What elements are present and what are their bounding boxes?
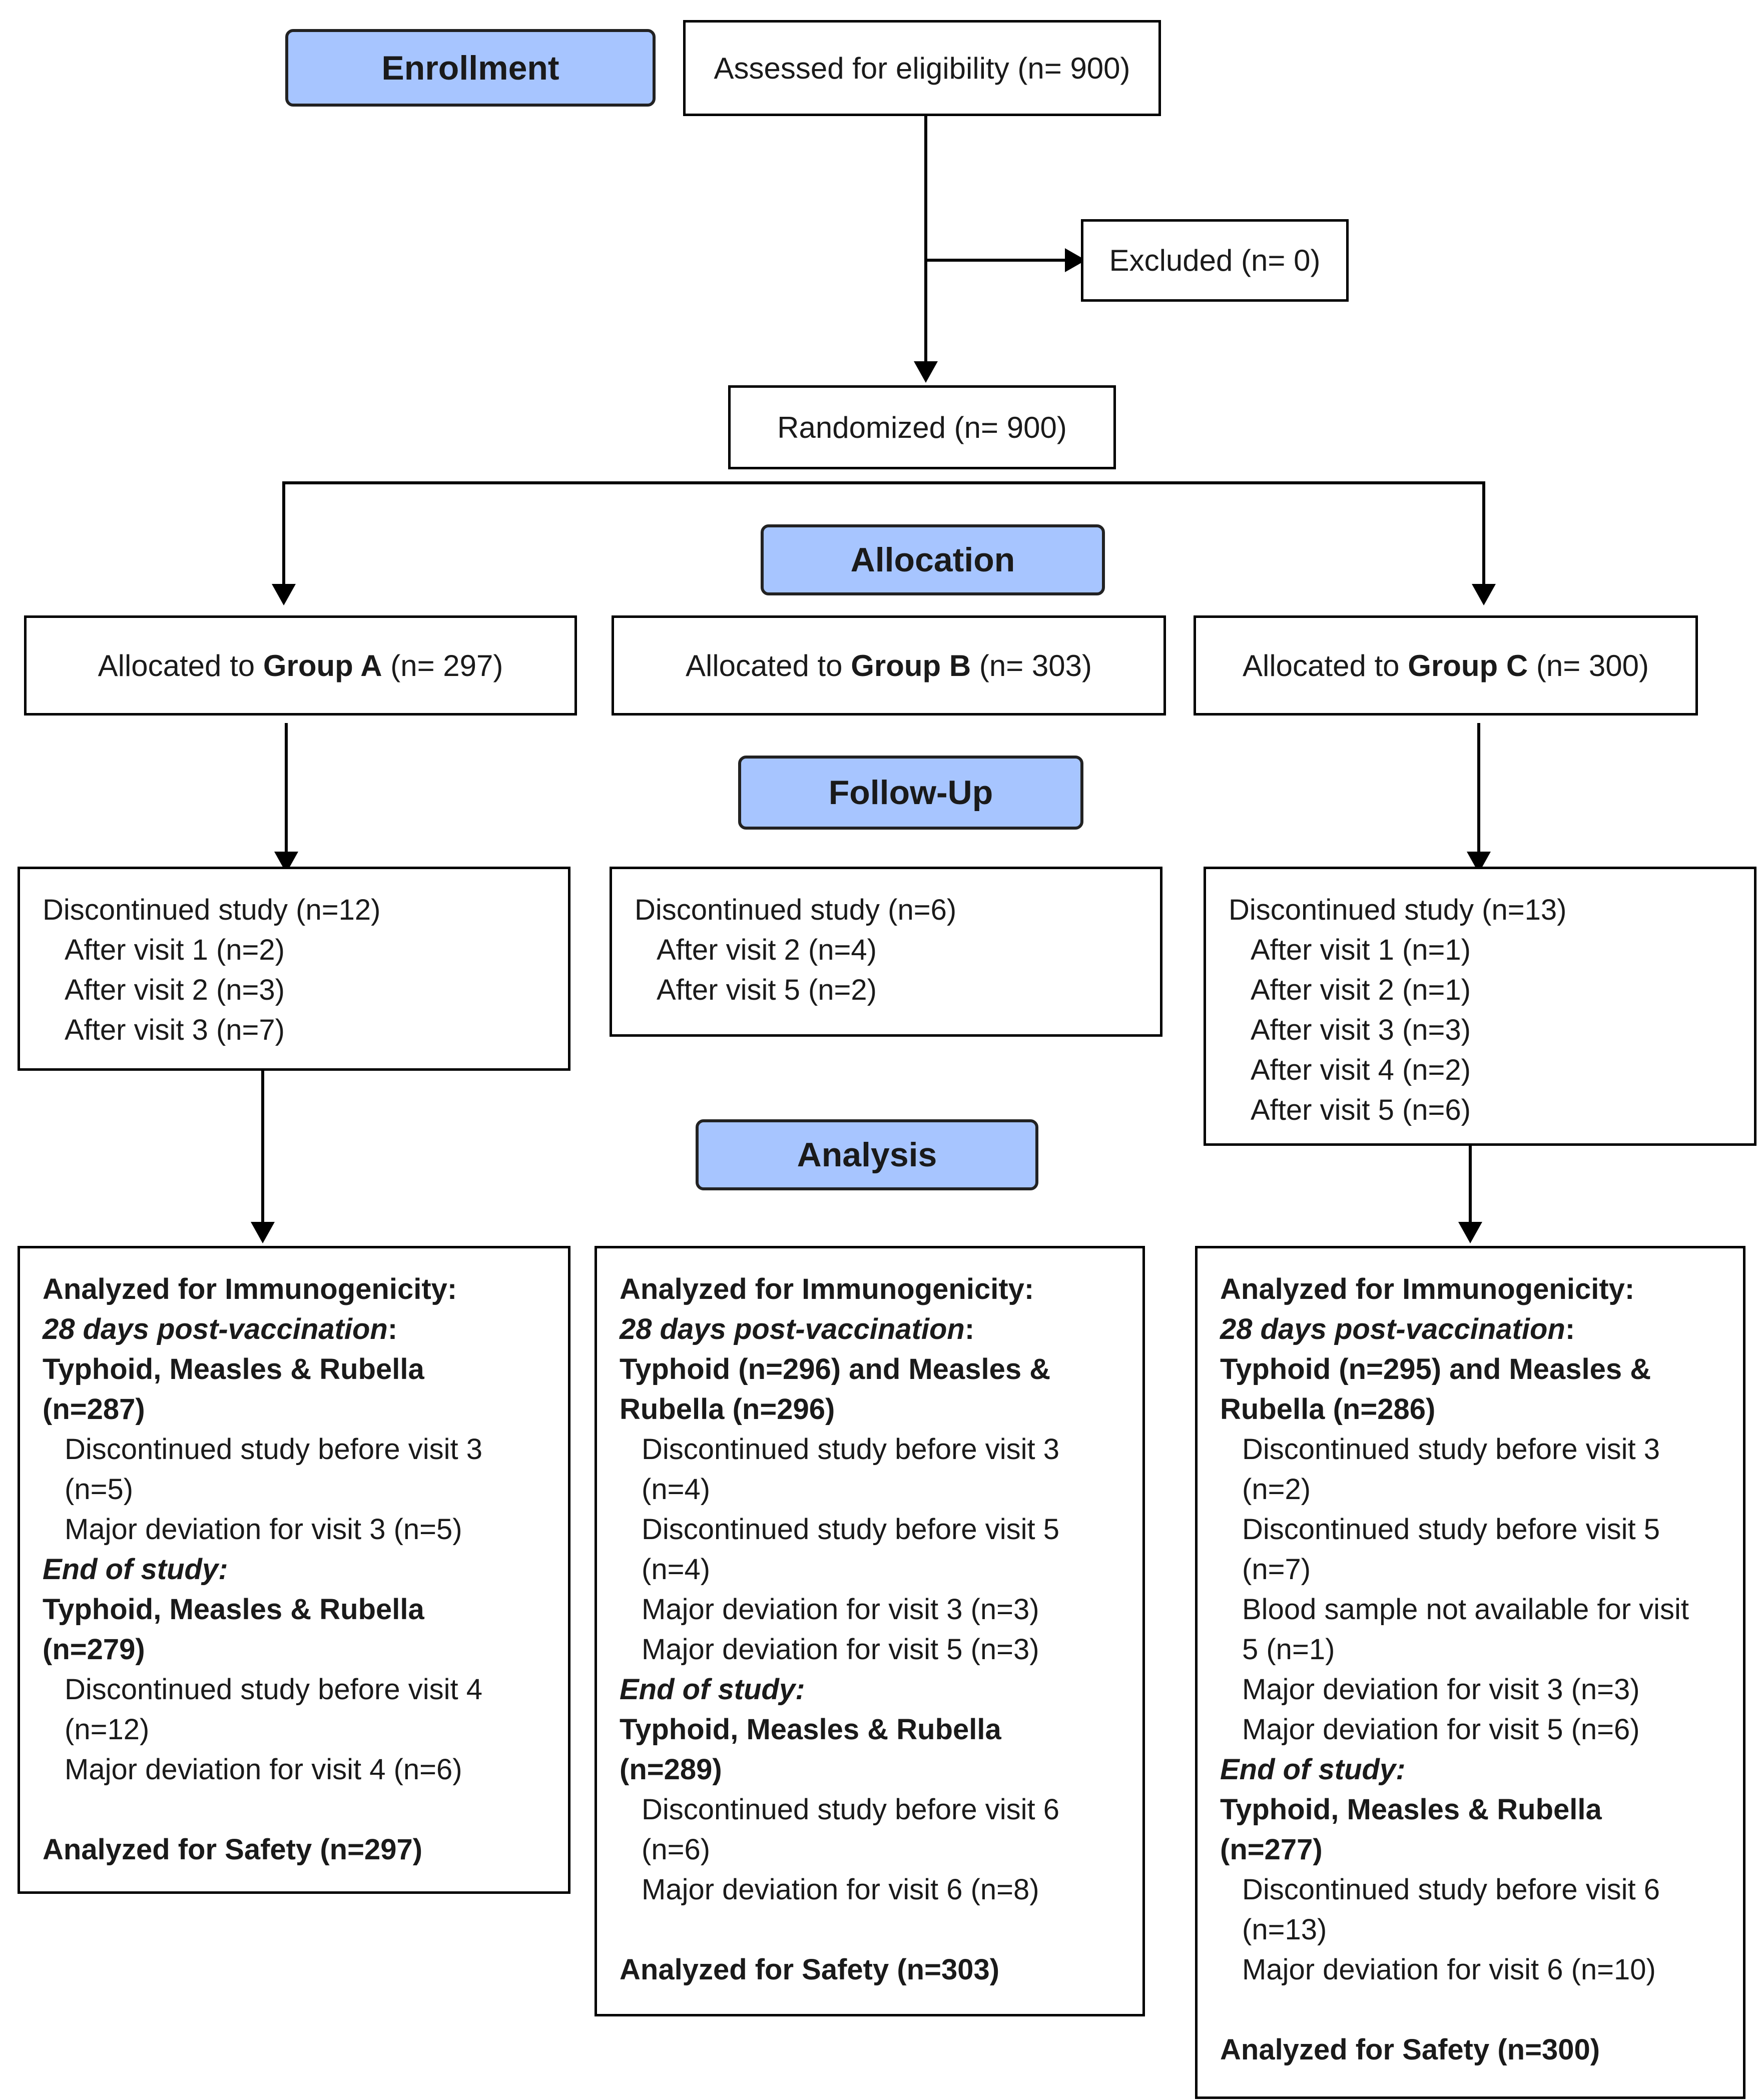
analysis-detail: Discontinued study before visit 5 bbox=[642, 1513, 1059, 1546]
analysis-detail: Major deviation for visit 5 (n=3) bbox=[642, 1633, 1039, 1666]
followup-c-item: After visit 5 (n=6) bbox=[1251, 1094, 1471, 1126]
spacer bbox=[620, 1910, 1127, 1950]
analysis-heading: Typhoid, Measles & Rubella bbox=[43, 1353, 424, 1385]
analysis-heading: (n=277) bbox=[1220, 1833, 1323, 1866]
analysis-c-box: Analyzed for Immunogenicity: 28 days post… bbox=[1195, 1246, 1745, 2099]
analysis-detail: Discontinued study before visit 6 bbox=[1242, 1873, 1660, 1906]
analysis-detail: (n=5) bbox=[65, 1473, 134, 1506]
analysis-heading: Analyzed for Immunogenicity: bbox=[1220, 1273, 1635, 1305]
followup-b-box: Discontinued study (n=6) After visit 2 (… bbox=[610, 867, 1162, 1037]
followup-b-item: After visit 2 (n=4) bbox=[657, 934, 877, 966]
analysis-detail: Discontinued study before visit 3 bbox=[1242, 1433, 1660, 1466]
group-b-text: Allocated to Group B (n= 303) bbox=[685, 648, 1092, 682]
stage-label-analysis: Analysis bbox=[696, 1119, 1038, 1190]
followup-c-item: After visit 4 (n=2) bbox=[1251, 1054, 1471, 1086]
analysis-detail: Major deviation for visit 6 (n=10) bbox=[1242, 1953, 1656, 1986]
stage-label-text: Analysis bbox=[797, 1136, 937, 1174]
analysis-detail: (n=12) bbox=[65, 1713, 150, 1746]
followup-a-item: After visit 1 (n=2) bbox=[65, 934, 285, 966]
group-a-text: Allocated to Group A (n= 297) bbox=[98, 648, 503, 682]
analysis-detail: Discontinued study before visit 5 bbox=[1242, 1513, 1660, 1546]
spacer bbox=[1220, 1990, 1728, 2030]
analysis-heading: Typhoid, Measles & Rubella bbox=[620, 1713, 1001, 1746]
followup-a-box: Discontinued study (n=12) After visit 1 … bbox=[18, 867, 570, 1071]
analysis-heading: Analyzed for Immunogenicity: bbox=[43, 1273, 457, 1305]
group-a-box: Allocated to Group A (n= 297) bbox=[24, 615, 577, 716]
followup-c-box: Discontinued study (n=13) After visit 1 … bbox=[1204, 867, 1756, 1146]
section-heading: End of study: bbox=[43, 1553, 228, 1586]
analysis-detail: Discontinued study before visit 6 bbox=[642, 1793, 1059, 1826]
analysis-detail: Blood sample not available for visit bbox=[1242, 1593, 1689, 1626]
group-c-text: Allocated to Group C (n= 300) bbox=[1242, 648, 1649, 682]
section-heading: 28 days post-vaccination: bbox=[43, 1313, 398, 1345]
assessed-text: Assessed for eligibility (n= 900) bbox=[714, 51, 1130, 85]
stage-label-text: Follow-Up bbox=[828, 774, 993, 812]
analysis-detail: (n=2) bbox=[1242, 1473, 1311, 1506]
analysis-heading: Analyzed for Immunogenicity: bbox=[620, 1273, 1034, 1305]
assessed-box: Assessed for eligibility (n= 900) bbox=[683, 20, 1161, 116]
analysis-heading: Analyzed for Safety (n=303) bbox=[620, 1953, 1000, 1986]
followup-b-item: After visit 5 (n=2) bbox=[657, 974, 877, 1006]
section-heading: 28 days post-vaccination: bbox=[1220, 1313, 1575, 1345]
analysis-heading: (n=279) bbox=[43, 1633, 145, 1666]
analysis-detail: Major deviation for visit 6 (n=8) bbox=[642, 1873, 1039, 1906]
analysis-heading: Typhoid (n=296) and Measles & bbox=[620, 1353, 1051, 1385]
analysis-heading: Typhoid, Measles & Rubella bbox=[1220, 1793, 1602, 1826]
followup-c-title: Discontinued study (n=13) bbox=[1229, 894, 1567, 926]
analysis-heading: Typhoid, Measles & Rubella bbox=[43, 1593, 424, 1626]
stage-label-text: Enrollment bbox=[381, 49, 559, 87]
randomized-text: Randomized (n= 900) bbox=[777, 410, 1067, 444]
analysis-detail: Discontinued study before visit 3 bbox=[642, 1433, 1059, 1466]
followup-a-item: After visit 3 (n=7) bbox=[65, 1014, 285, 1046]
analysis-detail: Major deviation for visit 5 (n=6) bbox=[1242, 1713, 1640, 1746]
analysis-detail: (n=4) bbox=[642, 1473, 711, 1506]
stage-label-enrollment: Enrollment bbox=[285, 29, 656, 107]
followup-c-item: After visit 1 (n=1) bbox=[1251, 934, 1471, 966]
analysis-detail: (n=4) bbox=[642, 1553, 711, 1586]
analysis-heading: Rubella (n=296) bbox=[620, 1393, 835, 1426]
analysis-detail: Major deviation for visit 3 (n=3) bbox=[1242, 1673, 1640, 1706]
analysis-b-box: Analyzed for Immunogenicity: 28 days post… bbox=[595, 1246, 1145, 2016]
analysis-heading: Rubella (n=286) bbox=[1220, 1393, 1436, 1426]
group-c-box: Allocated to Group C (n= 300) bbox=[1194, 615, 1698, 716]
stage-label-allocation: Allocation bbox=[761, 524, 1105, 595]
stage-label-text: Allocation bbox=[850, 541, 1015, 579]
analysis-detail: Major deviation for visit 3 (n=3) bbox=[642, 1593, 1039, 1626]
analysis-detail: 5 (n=1) bbox=[1242, 1633, 1335, 1666]
analysis-detail: Discontinued study before visit 4 bbox=[65, 1673, 482, 1706]
followup-c-item: After visit 3 (n=3) bbox=[1251, 1014, 1471, 1046]
analysis-heading: (n=287) bbox=[43, 1393, 145, 1426]
analysis-heading: (n=289) bbox=[620, 1753, 722, 1786]
analysis-detail: Major deviation for visit 4 (n=6) bbox=[65, 1753, 462, 1786]
analysis-detail: (n=6) bbox=[642, 1833, 711, 1866]
section-heading: End of study: bbox=[1220, 1753, 1406, 1786]
section-heading: End of study: bbox=[620, 1673, 805, 1706]
randomized-box: Randomized (n= 900) bbox=[728, 385, 1116, 469]
excluded-text: Excluded (n= 0) bbox=[1109, 244, 1321, 277]
analysis-detail: (n=7) bbox=[1242, 1553, 1311, 1586]
followup-c-item: After visit 2 (n=1) bbox=[1251, 974, 1471, 1006]
section-heading: 28 days post-vaccination: bbox=[620, 1313, 975, 1345]
analysis-detail: Discontinued study before visit 3 bbox=[65, 1433, 482, 1466]
spacer bbox=[43, 1790, 553, 1830]
excluded-box: Excluded (n= 0) bbox=[1081, 219, 1349, 302]
group-b-box: Allocated to Group B (n= 303) bbox=[612, 615, 1166, 716]
analysis-heading: Analyzed for Safety (n=300) bbox=[1220, 2033, 1600, 2066]
followup-a-title: Discontinued study (n=12) bbox=[43, 894, 381, 926]
followup-b-title: Discontinued study (n=6) bbox=[635, 894, 957, 926]
analysis-detail: Major deviation for visit 3 (n=5) bbox=[65, 1513, 462, 1546]
analysis-detail: (n=13) bbox=[1242, 1913, 1327, 1946]
analysis-a-box: Analyzed for Immunogenicity: 28 days post… bbox=[18, 1246, 570, 1894]
stage-label-follow-up: Follow-Up bbox=[738, 756, 1083, 830]
analysis-heading: Analyzed for Safety (n=297) bbox=[43, 1833, 423, 1866]
followup-a-item: After visit 2 (n=3) bbox=[65, 974, 285, 1006]
analysis-heading: Typhoid (n=295) and Measles & bbox=[1220, 1353, 1651, 1385]
